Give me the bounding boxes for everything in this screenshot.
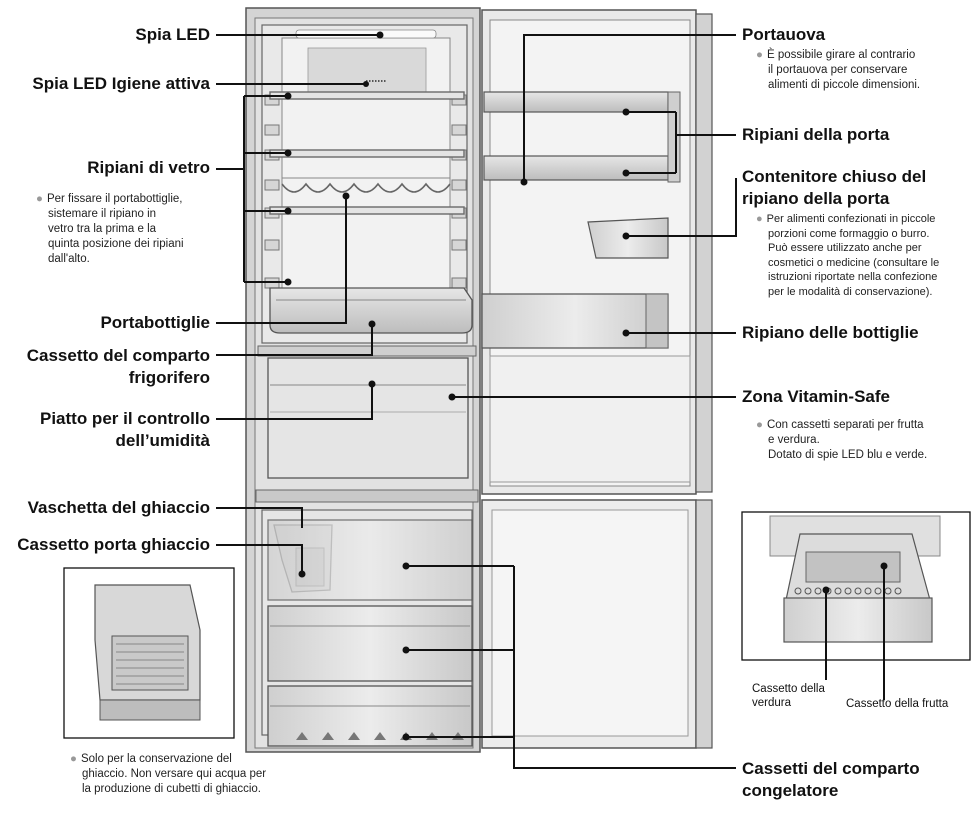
label-portauova: Portauova [742,25,826,44]
label-spia-igiene: Spia LED Igiene attiva [32,74,210,93]
freezer-drawer-2 [267,605,473,682]
label-ripiani-vetro: Ripiani di vetro [87,158,210,177]
label-contenitore-chiuso: Contenitore chiuso del ripiano della por… [742,167,927,208]
label-cassetto-frigo: Cassetto del comparto frigorifero [26,346,210,387]
freezer-drawer-1 [267,519,473,601]
note-portauova: ●È possibile girare al contrario il port… [756,49,921,91]
label-ripiano-bottiglie: Ripiano delle bottiglie [742,323,919,342]
note-contenitore: ●Per alimenti confezionati in piccole po… [756,213,940,298]
inset-vitamin-drawers [741,511,971,661]
caption-cassetto-frutta: Cassetto della frutta [846,698,949,710]
leader-lines [216,34,885,769]
label-portabottiglie: Portabottiglie [100,313,210,332]
leader-dots [284,31,888,741]
inset-ice-drawer [63,567,235,739]
egg-tray [483,91,669,113]
bottle-shelf [481,293,669,349]
label-cassetti-congelatore: Cassetti del comparto congelatore [742,759,920,800]
label-spia-led: Spia LED [135,25,210,44]
label-cassetto-ghiaccio: Cassetto porta ghiaccio [17,535,210,554]
chiller-drawer [269,287,473,334]
fridge-door [481,9,713,749]
caption-cassetto-verdura: Cassetto della verdura [752,683,825,709]
label-piatto-umidita: Piatto per il controllo dell’umidità [39,409,210,450]
bottle-rack [281,182,451,193]
label-zona-vitamin: Zona Vitamin-Safe [742,387,890,406]
note-ripiani-vetro: ●Per fissare il portabottiglie, sistemar… [36,193,184,265]
door-shelf [483,155,669,181]
note-ghiaccio: ●Solo per la conservazione del ghiaccio.… [70,753,267,795]
label-ripiani-porta: Ripiani della porta [742,125,890,144]
fridge-body [245,7,481,753]
note-vitamin: ●Con cassetti separati per frutta e verd… [756,419,928,461]
label-vaschetta: Vaschetta del ghiaccio [27,498,210,517]
